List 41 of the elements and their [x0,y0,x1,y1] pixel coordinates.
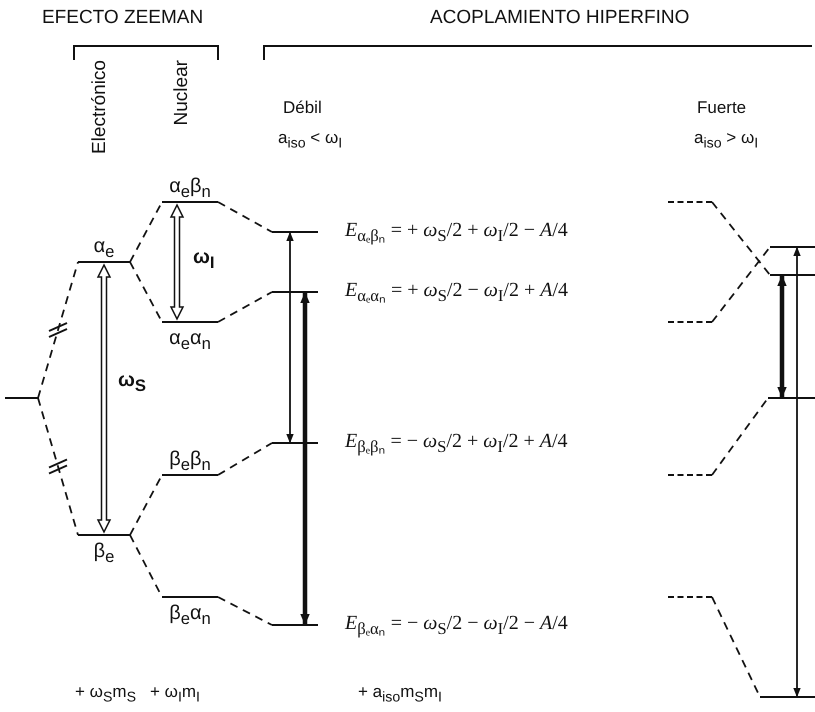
heading: EFECTO ZEEMAN [42,8,204,28]
level-label: α$_{e}$ [94,234,114,263]
dashed-connector [218,291,272,323]
dashed-connector [218,442,272,476]
dashed-connector [711,201,771,276]
energy-equation: E$_{βₑαₙ}$ = − ω$_{S}$/2 − ω$_{I}$/2 − A/4 [345,611,568,640]
transition-arrow [286,232,294,442]
energy-term: + ω$_{S}$m$_{S}$ [75,682,136,708]
level-label: α$_{e}$α$_{n}$ [169,326,211,355]
double-line-arrow [170,203,184,321]
level-label: β$_{e}$β$_{n}$ [169,447,211,476]
level-label: β$_{e}$α$_{n}$ [169,601,211,630]
transition-arrow [300,292,310,624]
level-label: β$_{e}$ [94,539,114,568]
dashed-connector [218,596,272,626]
axis-label: Nuclear [172,60,192,126]
dashed-connector [37,398,79,536]
transition-arrow [777,276,787,398]
dashed-connector [711,397,769,476]
energy-term: + a$_{iso}$m$_{S}$m$_{I}$ [358,682,442,708]
double-line-arrow [96,263,112,534]
energy-level [78,534,130,563]
energy-equation: E$_{βₑβₙ}$ = − ω$_{S}$/2 + ω$_{I}$/2 + A/4 [345,429,568,458]
energy-term: + ω$_{I}$m$_{I}$ [150,682,200,708]
regime-label: Débil [283,98,322,118]
condition-label: a$_{iso}$ > ω$_{I}$ [694,128,758,154]
energy-equation: E$_{αₑαₙ}$ = + ω$_{S}$/2 − ω$_{I}$/2 + A/4 [345,278,568,307]
condition-label: a$_{iso}$ < ω$_{I}$ [278,128,342,154]
transition-arrow [793,248,801,696]
dashed-connector [218,201,272,233]
edge-label: ω$_{I}$ [193,245,215,274]
level-label: α$_{e}$β$_{n}$ [169,174,211,203]
regime-label: Fuerte [697,98,746,118]
energy-level [162,596,218,625]
axis-label: Electrónico [90,60,110,154]
dashed-connector [37,262,79,398]
edge-label: ω$_{S}$ [118,368,146,397]
energy-equation: E$_{αₑβₙ}$ = + ω$_{S}$/2 + ω$_{I}$/2 − A/4 [345,218,568,247]
heading: ACOPLAMIENTO HIPERFINO [430,8,690,28]
dashed-connector [711,246,771,323]
energy-level [162,321,218,350]
